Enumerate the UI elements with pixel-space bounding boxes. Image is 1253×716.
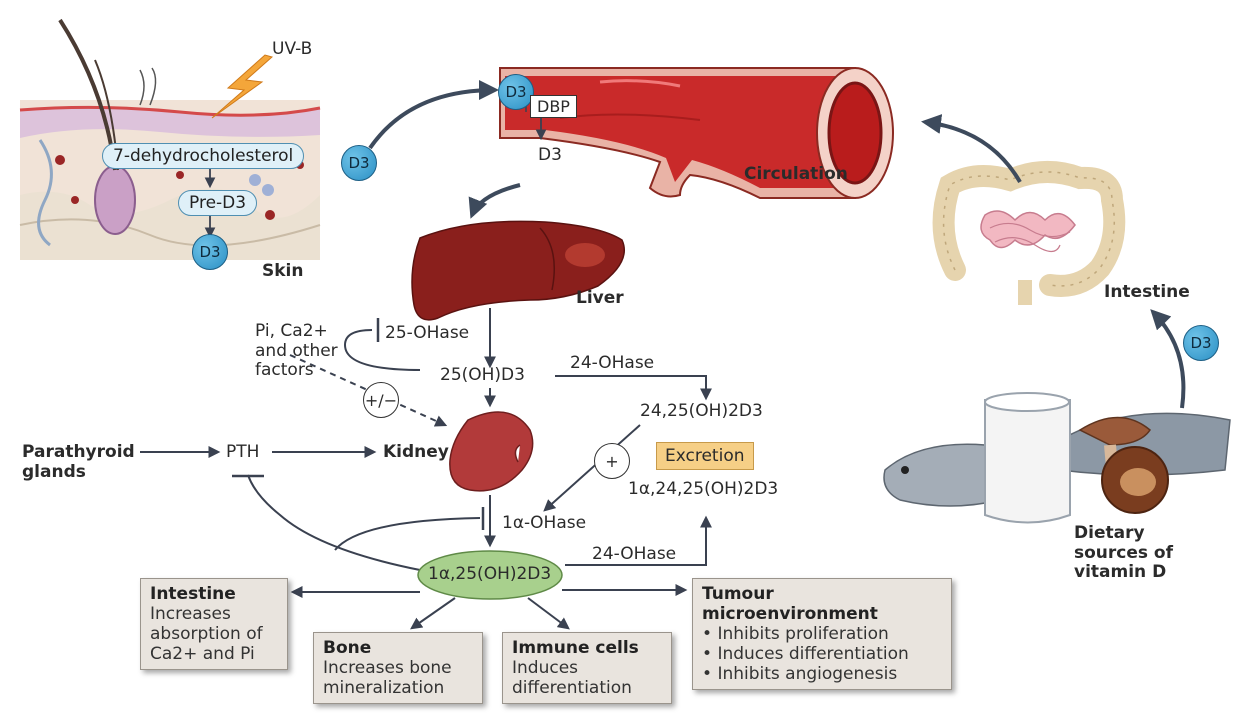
feedback-sign: +/−: [363, 382, 399, 418]
inhibit-calcitriol-to-1aohase: [334, 517, 481, 551]
pth-label: PTH: [226, 442, 260, 462]
circulation-label: Circulation: [744, 164, 848, 184]
tumour-effect-item: • Inhibits angiogenesis: [702, 664, 898, 685]
bone-effect-box: Bone Increases bone mineralization: [313, 632, 483, 705]
arrow-24-ohase-bottom: [565, 515, 712, 566]
uvb-label: UV-B: [272, 39, 313, 59]
arrow-metabolite-to-1aohase: [543, 424, 641, 512]
parathyroid-label: Parathyroid glands: [22, 442, 135, 482]
immune-effect-text: Induces differentiation: [512, 658, 632, 699]
intestine-effect-title: Intestine: [150, 584, 236, 604]
d3-badge-skin: D3: [192, 234, 228, 270]
hydroxylase-1a-label: 1α-OHase: [502, 513, 587, 533]
kidney-illustration: [449, 411, 534, 492]
arrow-24-ohase-top: [555, 375, 712, 401]
d3-free-label: D3: [538, 145, 562, 165]
plus-sign: +: [594, 443, 630, 479]
calcitriol-ellipse: [417, 550, 563, 600]
calcitriol-label: 1α,25(OH)2D3: [428, 564, 552, 584]
hydroxylase-25-label: 25-OHase: [385, 323, 470, 343]
excretion-label: Excretion: [656, 442, 754, 470]
factors-label: Pi, Ca2+ and other factors: [255, 321, 338, 381]
tumour-effect-item: • Inhibits proliferation: [702, 624, 889, 645]
arrow-circulation-to-liver: [468, 183, 521, 219]
metabolite-1-24-25-label: 1α,24,25(OH)2D3: [628, 479, 779, 499]
seven-dhc-label: 7-dehydrocholesterol: [102, 143, 305, 169]
intestine-label: Intestine: [1104, 282, 1190, 302]
pre-d3-label: Pre-D3: [178, 190, 258, 216]
arrow-skin-to-circulation: [368, 80, 499, 150]
blood-vessel-illustration: [499, 67, 894, 199]
arrow-to-bone-effect: [410, 597, 456, 630]
kidney-label: Kidney: [383, 442, 449, 462]
hydroxylase-24-top-label: 24-OHase: [570, 353, 655, 373]
bone-effect-title: Bone: [323, 638, 372, 658]
d3-badge-vessel: D3: [498, 74, 534, 110]
metabolite-24-25-label: 24,25(OH)2D3: [640, 401, 763, 421]
arrow-to-immune-effect: [527, 597, 570, 630]
inhibit-calcitriol-to-pth: [247, 474, 421, 571]
intestine-effect-box: Intestine Increases absorption of Ca2+ a…: [140, 578, 288, 671]
arrow-diet-to-intestine: [1150, 309, 1186, 409]
intestine-effect-text: Increases absorption of Ca2+ and Pi: [150, 604, 263, 665]
intestine-illustration: [932, 160, 1126, 305]
calcidiol-label: 25(OH)D3: [440, 365, 525, 385]
liver-label: Liver: [576, 288, 624, 308]
uvb-lightning-icon: [211, 54, 274, 119]
tumour-effect-title: Tumour microenvironment: [702, 584, 878, 625]
dietary-sources-label: Dietary sources of vitamin D: [1074, 523, 1174, 583]
immune-effect-title: Immune cells: [512, 638, 639, 658]
hydroxylase-24-bottom-label: 24-OHase: [592, 544, 677, 564]
arrow-intestine-to-circulation: [921, 114, 1022, 184]
skin-label: Skin: [262, 261, 304, 281]
dbp-label: DBP: [530, 95, 577, 118]
tumour-effect-box: Tumour microenvironment • Inhibits proli…: [692, 578, 952, 691]
immune-effect-box: Immune cells Induces differentiation: [502, 632, 672, 705]
d3-badge-diet: D3: [1183, 325, 1219, 361]
bone-effect-text: Increases bone mineralization: [323, 658, 452, 699]
d3-badge-skin-exit: D3: [341, 145, 377, 181]
tumour-effect-item: • Induces differentiation: [702, 644, 909, 665]
inhibit-calcidiol-to-25ohase: [343, 329, 421, 371]
dietary-sources-illustration: [883, 392, 1231, 524]
liver-illustration: [411, 220, 625, 321]
